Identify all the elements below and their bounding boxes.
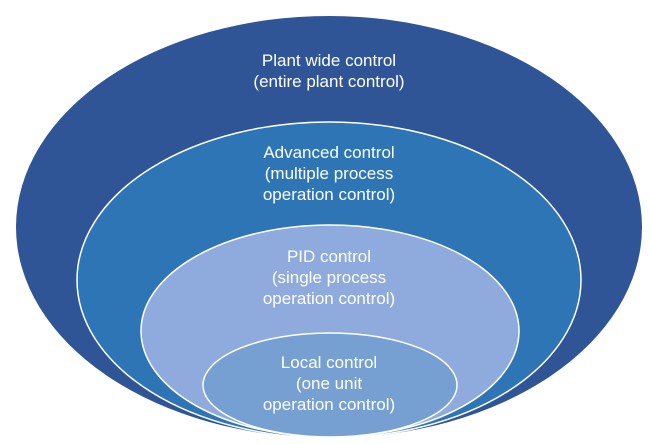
pid-control-subtitle-line1: (single process <box>271 268 387 287</box>
advanced-control-label: Advanced control (multiple process opera… <box>199 142 459 205</box>
pid-control-label: PID control (single process operation co… <box>199 246 459 309</box>
plant-wide-control-title: Plant wide control <box>261 51 397 70</box>
local-control-subtitle-line2: operation control) <box>262 395 396 414</box>
local-control-ellipse <box>202 332 458 438</box>
pid-control-subtitle-line2: operation control) <box>262 289 396 308</box>
advanced-control-title: Advanced control <box>263 143 395 162</box>
advanced-control-subtitle-line2: operation control) <box>262 185 396 204</box>
advanced-control-subtitle-line1: (multiple process <box>264 164 394 183</box>
pid-control-title: PID control <box>286 247 372 266</box>
plant-wide-control-subtitle: (entire plant control) <box>253 72 405 91</box>
local-control-subtitle-line1: (one unit <box>295 374 363 393</box>
local-control-label: Local control (one unit operation contro… <box>199 352 459 415</box>
local-control-title: Local control <box>280 353 378 372</box>
plant-wide-control-label: Plant wide control (entire plant control… <box>199 50 459 92</box>
